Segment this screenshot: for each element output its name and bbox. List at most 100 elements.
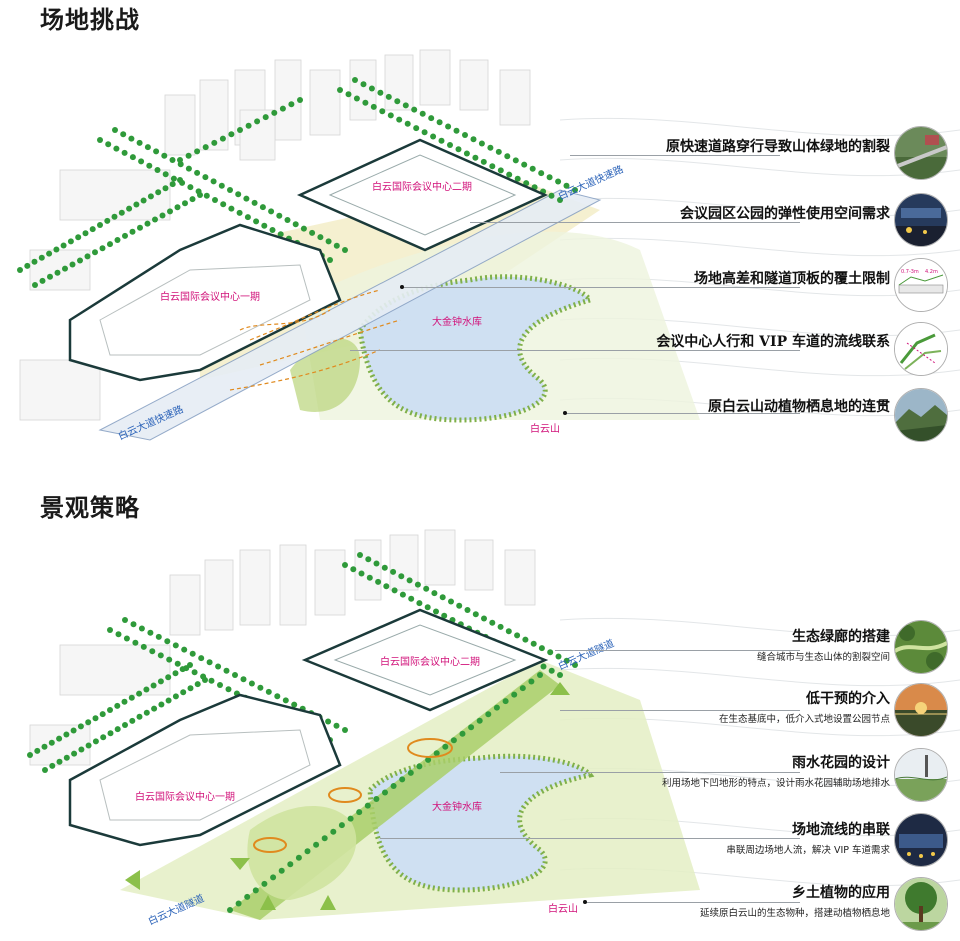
tree-mark	[546, 174, 553, 181]
tree-mark	[244, 214, 251, 221]
tree-mark	[34, 747, 41, 754]
tree-mark	[244, 893, 251, 900]
tree-mark	[547, 649, 554, 656]
tree-mark	[455, 146, 462, 153]
tree-rows	[27, 552, 578, 913]
aerial-road-photo-icon	[894, 126, 948, 180]
tree-mark	[63, 731, 70, 738]
tree-mark	[330, 828, 337, 835]
tree-mark	[235, 191, 242, 198]
tree-mark	[537, 672, 543, 678]
tree-mark	[227, 187, 233, 193]
dim-label: 0.7-3m	[901, 269, 919, 275]
tree-mark	[89, 226, 96, 233]
tree-mark	[327, 257, 333, 263]
tree-mark	[382, 789, 388, 796]
tree-mark	[144, 220, 151, 227]
tree-mark	[436, 119, 443, 126]
green-island	[290, 338, 360, 412]
tree-mark	[177, 157, 183, 163]
tree-mark	[333, 242, 340, 249]
tree-mark	[153, 148, 160, 155]
tree-mark	[390, 783, 397, 789]
tree-mark	[300, 225, 307, 232]
tree-mark	[152, 216, 158, 223]
native-tree-photo-icon	[894, 877, 948, 931]
tree-mark	[194, 681, 201, 688]
tree-mark	[358, 570, 365, 577]
tree-mark	[84, 253, 91, 260]
challenge-callout-5: 原白云山动植物栖息地的连贯	[708, 396, 890, 416]
tree-mark	[140, 197, 147, 204]
tree-mark	[179, 179, 186, 186]
tree-mark	[77, 257, 83, 264]
tree-mark	[38, 254, 45, 261]
tree-mark	[191, 669, 198, 676]
tree-mark	[353, 95, 360, 102]
phase2-label: 白云国际会议中心二期	[372, 180, 472, 193]
tree-mark	[147, 629, 154, 636]
tree-mark	[383, 583, 390, 590]
tree-mark	[31, 258, 38, 265]
tree-mark	[164, 638, 171, 645]
challenge-callout-2: 会议园区公园的弹性使用空间需求	[680, 203, 890, 223]
callout-title: 乡土植物的应用	[792, 885, 890, 901]
tree-mark	[277, 231, 284, 238]
tree-mark	[557, 672, 563, 678]
tree-mark	[453, 127, 460, 134]
tree-mark	[362, 99, 369, 106]
tree-mark	[140, 643, 147, 650]
tree-mark	[373, 796, 380, 802]
tree-mark	[60, 242, 67, 249]
tree-mark	[352, 77, 358, 83]
tree-mark	[122, 617, 128, 623]
tree-mark	[424, 604, 431, 611]
tree-mark	[32, 282, 38, 288]
tree-mark	[208, 677, 215, 684]
tree-mark	[493, 704, 500, 711]
tree-mark	[463, 150, 470, 157]
phase2-inner	[328, 154, 517, 236]
tree-mark	[53, 246, 60, 253]
tree-mark	[309, 229, 316, 236]
tree-rows	[17, 77, 578, 288]
flow-lines	[229, 289, 401, 391]
tree-mark	[185, 165, 192, 172]
tree-mark	[56, 735, 63, 742]
tree-mark	[572, 187, 578, 193]
reservoir-label: 大金钟水库	[432, 315, 482, 328]
tree-mark	[485, 711, 492, 718]
tree-mark	[487, 144, 494, 151]
callout-subtitle: 缝合城市与生态山体的割裂空间	[756, 652, 890, 663]
tree-mark	[375, 578, 382, 585]
leader-line	[570, 155, 780, 156]
tree-mark	[155, 189, 162, 196]
tree-mark	[445, 123, 452, 130]
tree-mark	[555, 653, 562, 660]
tree-mark	[228, 205, 235, 212]
tree-mark	[42, 767, 48, 773]
phase1-label: 白云国际会议中心一期	[135, 790, 235, 803]
tree-mark	[232, 672, 238, 678]
leader-line	[500, 772, 800, 773]
tree-mark	[172, 670, 179, 677]
rain-garden-rings	[253, 738, 453, 853]
phase2-label: 白云国际会议中心二期	[380, 655, 480, 668]
tree-mark	[511, 691, 518, 698]
night-plaza-photo-icon	[894, 813, 948, 867]
challenge-callout-3: 场地高差和隧道顶板的覆土限制	[694, 268, 890, 288]
tree-mark	[478, 140, 485, 147]
tree-mark	[297, 97, 303, 103]
tree-mark	[166, 656, 173, 663]
tree-mark	[497, 623, 504, 630]
tree-mark	[356, 809, 363, 816]
landscape-strategy-panel: 景观策略	[0, 470, 960, 941]
tree-mark	[236, 209, 243, 216]
tree-mark	[373, 560, 380, 567]
tree-mark	[408, 595, 415, 602]
tree-mark	[225, 686, 232, 693]
background-buildings	[29, 529, 536, 766]
tree-mark	[220, 201, 227, 208]
tree-mark	[495, 148, 502, 155]
tree-mark	[133, 201, 140, 208]
